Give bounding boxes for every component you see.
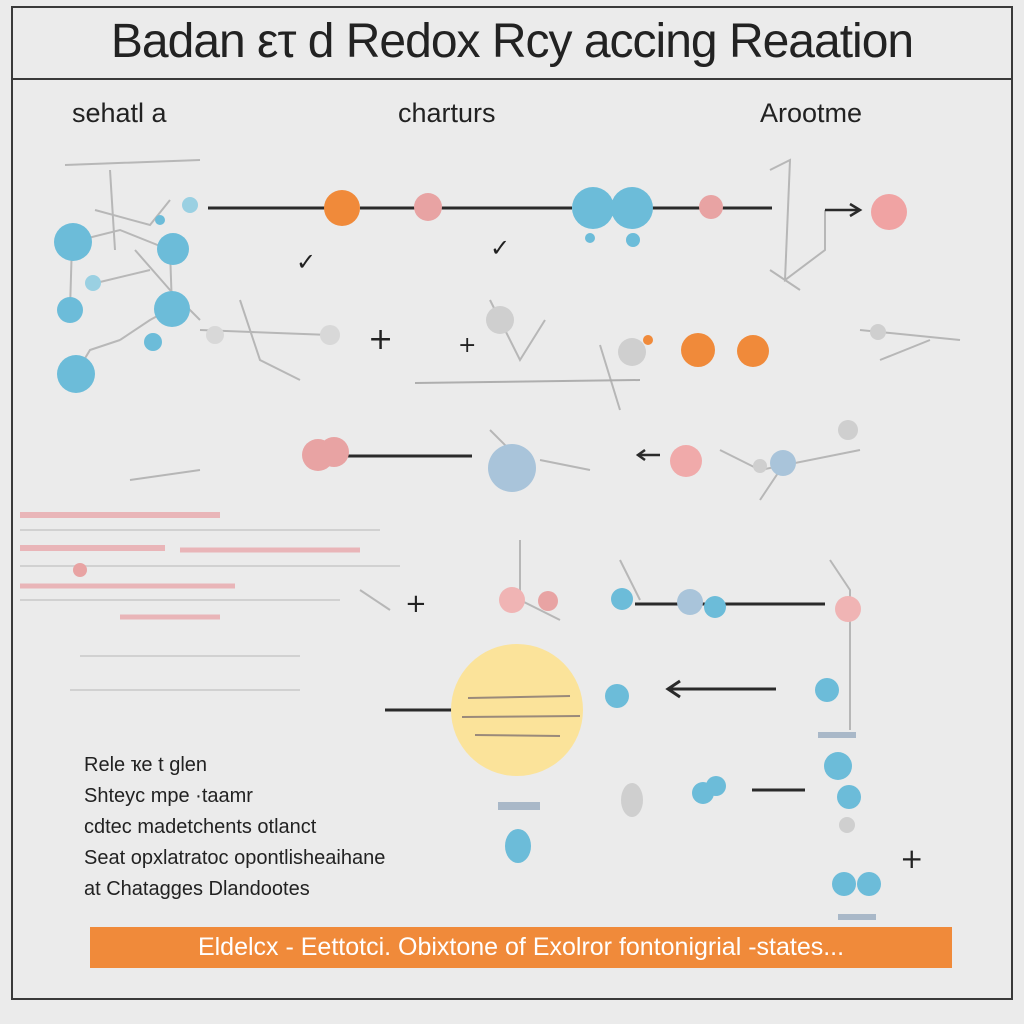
plus-icon: +: [900, 842, 923, 875]
note-line: Rele ҡe t glen: [84, 754, 208, 776]
pink-atom: [414, 193, 442, 221]
pink-atom: [699, 195, 723, 219]
title-divider: [11, 78, 1013, 80]
arrow-small: [635, 448, 660, 462]
check-icon: ✓: [296, 248, 316, 276]
reaction-sphere: [451, 644, 583, 863]
blue-atom: [585, 233, 595, 243]
blue-atom: [57, 355, 95, 393]
plus-icon: +: [405, 589, 427, 619]
blue-atom: [154, 291, 190, 327]
pink-atom: [670, 445, 702, 477]
pink-atom: [319, 437, 349, 467]
blue-atom: [832, 872, 856, 896]
blue-atom: [505, 829, 531, 863]
arrow-left: [665, 679, 776, 699]
notes-block: Rele ҡe t glen Shteyc mpe ·taamr cdtec m…: [62, 750, 385, 905]
blue-atom: [611, 187, 653, 229]
diagram-frame: [11, 6, 1013, 1000]
grey-atom: [753, 459, 767, 473]
pink-atom: [871, 194, 907, 230]
pink-atom: [538, 591, 558, 611]
grey-atom: [870, 324, 886, 340]
blue-atom: [626, 233, 640, 247]
pink-atom: [499, 587, 525, 613]
note-line: Shteyc mpe ·taamr: [84, 785, 253, 807]
pink-atom: [835, 596, 861, 622]
reaction-row-second: [206, 306, 886, 367]
grey-atom: [486, 306, 514, 334]
reaction-row-lower: [605, 678, 881, 920]
blue-atom: [157, 233, 189, 265]
grey-atom: [839, 817, 855, 833]
column-heading-right: Arootme: [760, 98, 863, 128]
blue-atom: [155, 215, 165, 225]
plus-icon: +: [458, 333, 476, 358]
reaction-row-third: [302, 420, 858, 492]
column-heading-middle: charturs: [398, 98, 496, 128]
blue-atom: [611, 588, 633, 610]
blue-atom: [605, 684, 629, 708]
blue-atom: [704, 596, 726, 618]
blue-atom: [488, 444, 536, 492]
grey-atom: [621, 783, 643, 817]
faint-streaks: [20, 379, 641, 691]
blue-atom: [85, 275, 101, 291]
orange-atom: [737, 335, 769, 367]
check-icon: ✓: [490, 234, 510, 262]
reaction-row-top: [324, 187, 907, 247]
blue-atom: [57, 297, 83, 323]
reaction-lines: [208, 206, 825, 792]
blue-atom: [144, 333, 162, 351]
grey-atom: [320, 325, 340, 345]
note-line: cdtec madetchents otlanct: [84, 816, 317, 838]
grey-atom: [838, 420, 858, 440]
blue-atom: [182, 197, 198, 213]
grey-atom: [206, 326, 224, 344]
blue-atom: [837, 785, 861, 809]
arrow-right: [825, 202, 863, 218]
orange-atom: [324, 190, 360, 226]
caption-banner: Eldelcx - Eettotci. Obixtone of Exolror …: [90, 927, 952, 968]
pink-atom: [73, 563, 87, 577]
note-line: at Chatagges Dlandootes: [84, 878, 310, 900]
molecule-cluster-left: [54, 197, 198, 393]
orange-atom: [681, 333, 715, 367]
blue-atom: [770, 450, 796, 476]
reaction-row-fourth: [73, 563, 861, 622]
blue-atom: [857, 872, 881, 896]
blue-atom: [677, 589, 703, 615]
plus-icon: +: [368, 322, 393, 357]
blue-atom: [572, 187, 614, 229]
blue-atom: [824, 752, 852, 780]
blue-atom: [815, 678, 839, 702]
blue-atom: [706, 776, 726, 796]
blue-atom: [54, 223, 92, 261]
note-line: Seat opxlatratoc opontlisheaihane: [84, 847, 386, 869]
page-title: Badan ετ d Redox Rcy accing Reaation: [110, 15, 914, 68]
grey-atom: [618, 338, 646, 366]
column-heading-left: sehatl a: [72, 98, 167, 128]
orange-atom: [643, 335, 653, 345]
